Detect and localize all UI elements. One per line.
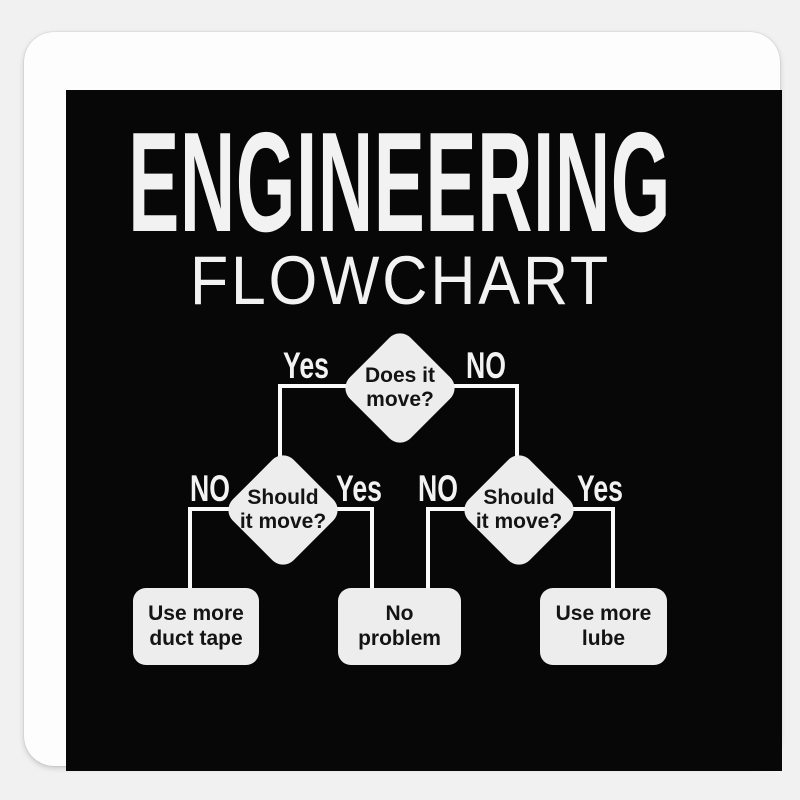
- outcome-no-problem-text: No problem: [358, 602, 441, 650]
- edge-right-no-horizontal: [426, 507, 470, 511]
- title-engineering-text: ENGINEERING: [128, 103, 672, 262]
- outcome-no-problem: No problem: [338, 588, 461, 665]
- edge-left-yes-vertical: [370, 507, 374, 590]
- edge-left-no-horizontal: [188, 507, 236, 511]
- edge-root-no-vertical: [515, 384, 519, 464]
- decision-should-it-move-right-text: Should it move?: [475, 485, 563, 533]
- edge-right-yes-vertical: [611, 507, 615, 590]
- branch-label-right-no: NO: [418, 468, 458, 509]
- branch-label-left-yes: Yes: [336, 468, 382, 509]
- outcome-use-more-lube-text: Use more lube: [555, 602, 652, 650]
- outcome-use-more-lube: Use more lube: [540, 588, 667, 665]
- decision-does-it-move-text: Does it move?: [364, 363, 435, 411]
- branch-label-root-yes: Yes: [283, 345, 329, 386]
- branch-label-left-no: NO: [190, 468, 230, 509]
- edge-left-yes-horizontal: [332, 507, 374, 511]
- edge-root-no-horizontal: [450, 384, 519, 388]
- title-engineering: ENGINEERING: [42, 112, 758, 254]
- edge-root-yes-vertical: [278, 384, 282, 462]
- title-flowchart-text: FLOWCHART: [189, 241, 611, 319]
- outcome-use-more-duct-tape-text: Use more duct tape: [148, 602, 244, 650]
- decision-should-it-move-left: Should it move?: [222, 449, 344, 571]
- edge-left-no-vertical: [188, 507, 192, 590]
- decision-should-it-move-left-text: Should it move?: [239, 485, 327, 533]
- outcome-use-more-duct-tape: Use more duct tape: [133, 588, 259, 665]
- branch-label-root-no: NO: [466, 345, 506, 386]
- title-flowchart: FLOWCHART: [42, 240, 758, 320]
- decision-should-it-move-right: Should it move?: [458, 449, 580, 571]
- edge-root-yes-horizontal: [278, 384, 350, 388]
- decision-does-it-move: Does it move?: [339, 327, 461, 449]
- edge-right-yes-horizontal: [566, 507, 615, 511]
- edge-right-no-vertical: [426, 507, 430, 590]
- branch-label-right-yes: Yes: [577, 468, 623, 509]
